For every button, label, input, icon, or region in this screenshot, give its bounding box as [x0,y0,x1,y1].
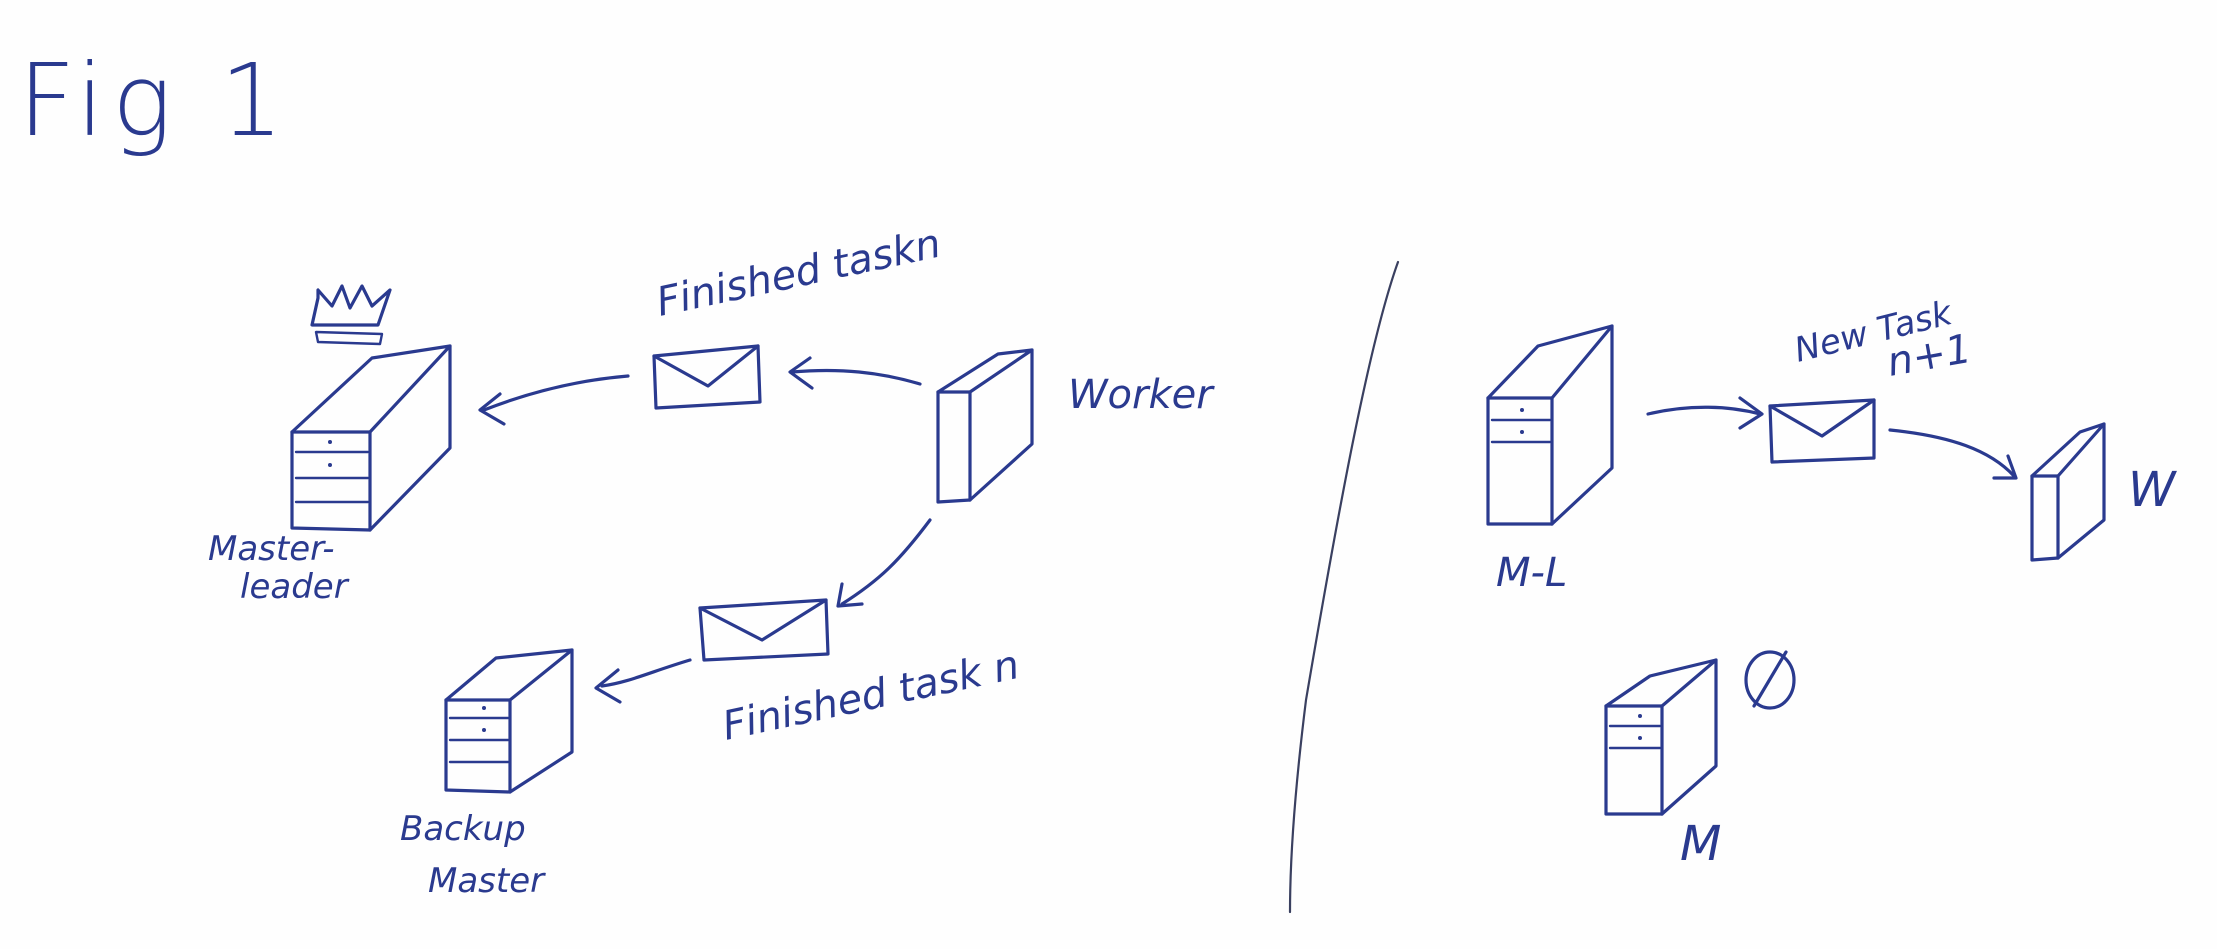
backup-master-label-line1: Backup [400,809,526,849]
crown-icon [310,284,392,346]
envelope-new-task-icon [1768,398,1876,464]
arrow-worker-to-envelope-bottom [836,518,932,608]
master-leader-label-line2: leader [240,567,350,607]
worker-label: Worker [1068,372,1215,418]
envelope-to-leader-icon [652,344,762,410]
master-leader-label-line1: Master- [208,529,335,569]
left-panel: Master- leader Worker Finished taskn [208,221,1215,901]
arrow-envelope-to-w [1888,428,2018,480]
panel-divider [1288,260,1400,914]
master-leader-small-server-icon [1486,324,1614,526]
master-small-server-icon [1604,658,1718,816]
right-panel: M-L New Task n+1 W [1486,293,2177,872]
m-l-label: M-L [1496,550,1567,596]
worker-server-icon [936,348,1034,504]
m-label: M [1680,816,1721,872]
backup-master-server-icon [444,648,574,794]
envelope-to-backup-icon [698,598,830,662]
message-to-leader-label: Finished taskn [653,221,945,326]
backup-master-label-line2: Master [428,861,546,901]
arrow-envelope-to-leader [478,374,630,426]
w-label: W [2128,462,2177,518]
arrow-ml-to-envelope [1646,396,1764,430]
figure-title: Fig 1 [18,42,291,159]
null-status-icon [1744,650,1796,710]
master-leader-server-icon [290,344,452,532]
worker-small-server-icon [2030,422,2106,562]
arrow-worker-to-envelope [788,356,922,390]
arrow-envelope-to-backup [594,658,692,704]
